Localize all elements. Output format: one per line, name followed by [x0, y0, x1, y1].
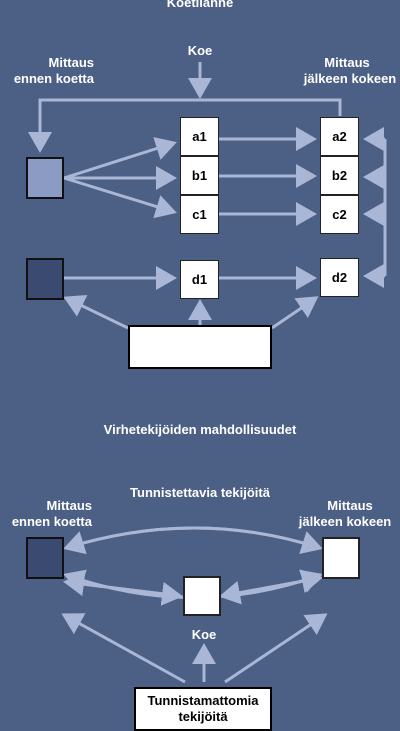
box-arrow-right — [271, 296, 319, 330]
bracket-line — [28, 98, 342, 153]
cell-b2: b2 — [320, 156, 359, 195]
mittaus-before-sub-bottom: ennen koetta — [11, 514, 92, 529]
cell-d1: d1 — [180, 260, 219, 299]
mittaus-after-sub: jälkeen kokeen — [303, 71, 397, 86]
measure-before-square-dark — [26, 258, 64, 300]
box-arrow-left — [63, 295, 129, 330]
cell-a2: a2 — [320, 117, 359, 156]
unidentifiable-box: Tunnistamattomia tekijöitä — [134, 687, 272, 731]
unid-arrow-right — [224, 613, 328, 684]
bottom-title: Virhetekijöiden mahdollisuudet — [103, 422, 297, 437]
fan-arrow-c1 — [63, 176, 177, 219]
mittaus-after-label: Mittaus — [324, 55, 370, 70]
curve-arrow-top-back — [63, 526, 321, 555]
mittaus-before-label-bottom: Mittaus — [46, 498, 93, 513]
experiment-square-bottom — [183, 576, 221, 616]
fan-arrow-a1 — [63, 137, 177, 180]
mittaus-after-sub-bottom: jälkeen kokeen — [298, 514, 392, 529]
mittaus-before-sub: ennen koetta — [13, 71, 94, 86]
mittaus-after-label-bottom: Mittaus — [327, 498, 373, 513]
cell-b1: b1 — [180, 156, 219, 195]
empty-factor-box — [128, 325, 272, 369]
mid-to-sq — [63, 572, 181, 598]
cell-c2: c2 — [320, 195, 359, 234]
unidentifiable-line-1: Tunnistamattomia — [147, 693, 259, 708]
koe-label-bottom: Koe — [191, 627, 217, 642]
measure-before-square-bottom — [26, 537, 64, 579]
cell-a1: a1 — [180, 117, 219, 156]
right-to-mid — [219, 576, 321, 605]
koe-label-top: Koe — [187, 43, 213, 58]
identifiable-label: Tunnistettavia tekijöitä — [130, 485, 270, 500]
unid-arrow-left — [61, 613, 186, 684]
cell-c1: c1 — [180, 195, 219, 234]
top-title: Koetilanne — [166, 0, 234, 10]
cell-d2: d2 — [320, 258, 359, 297]
unidentifiable-line-2: tekijöitä — [178, 709, 228, 724]
mittaus-before-label: Mittaus — [48, 55, 95, 70]
measure-after-square-bottom — [322, 537, 360, 579]
measure-before-square-light — [26, 157, 64, 199]
